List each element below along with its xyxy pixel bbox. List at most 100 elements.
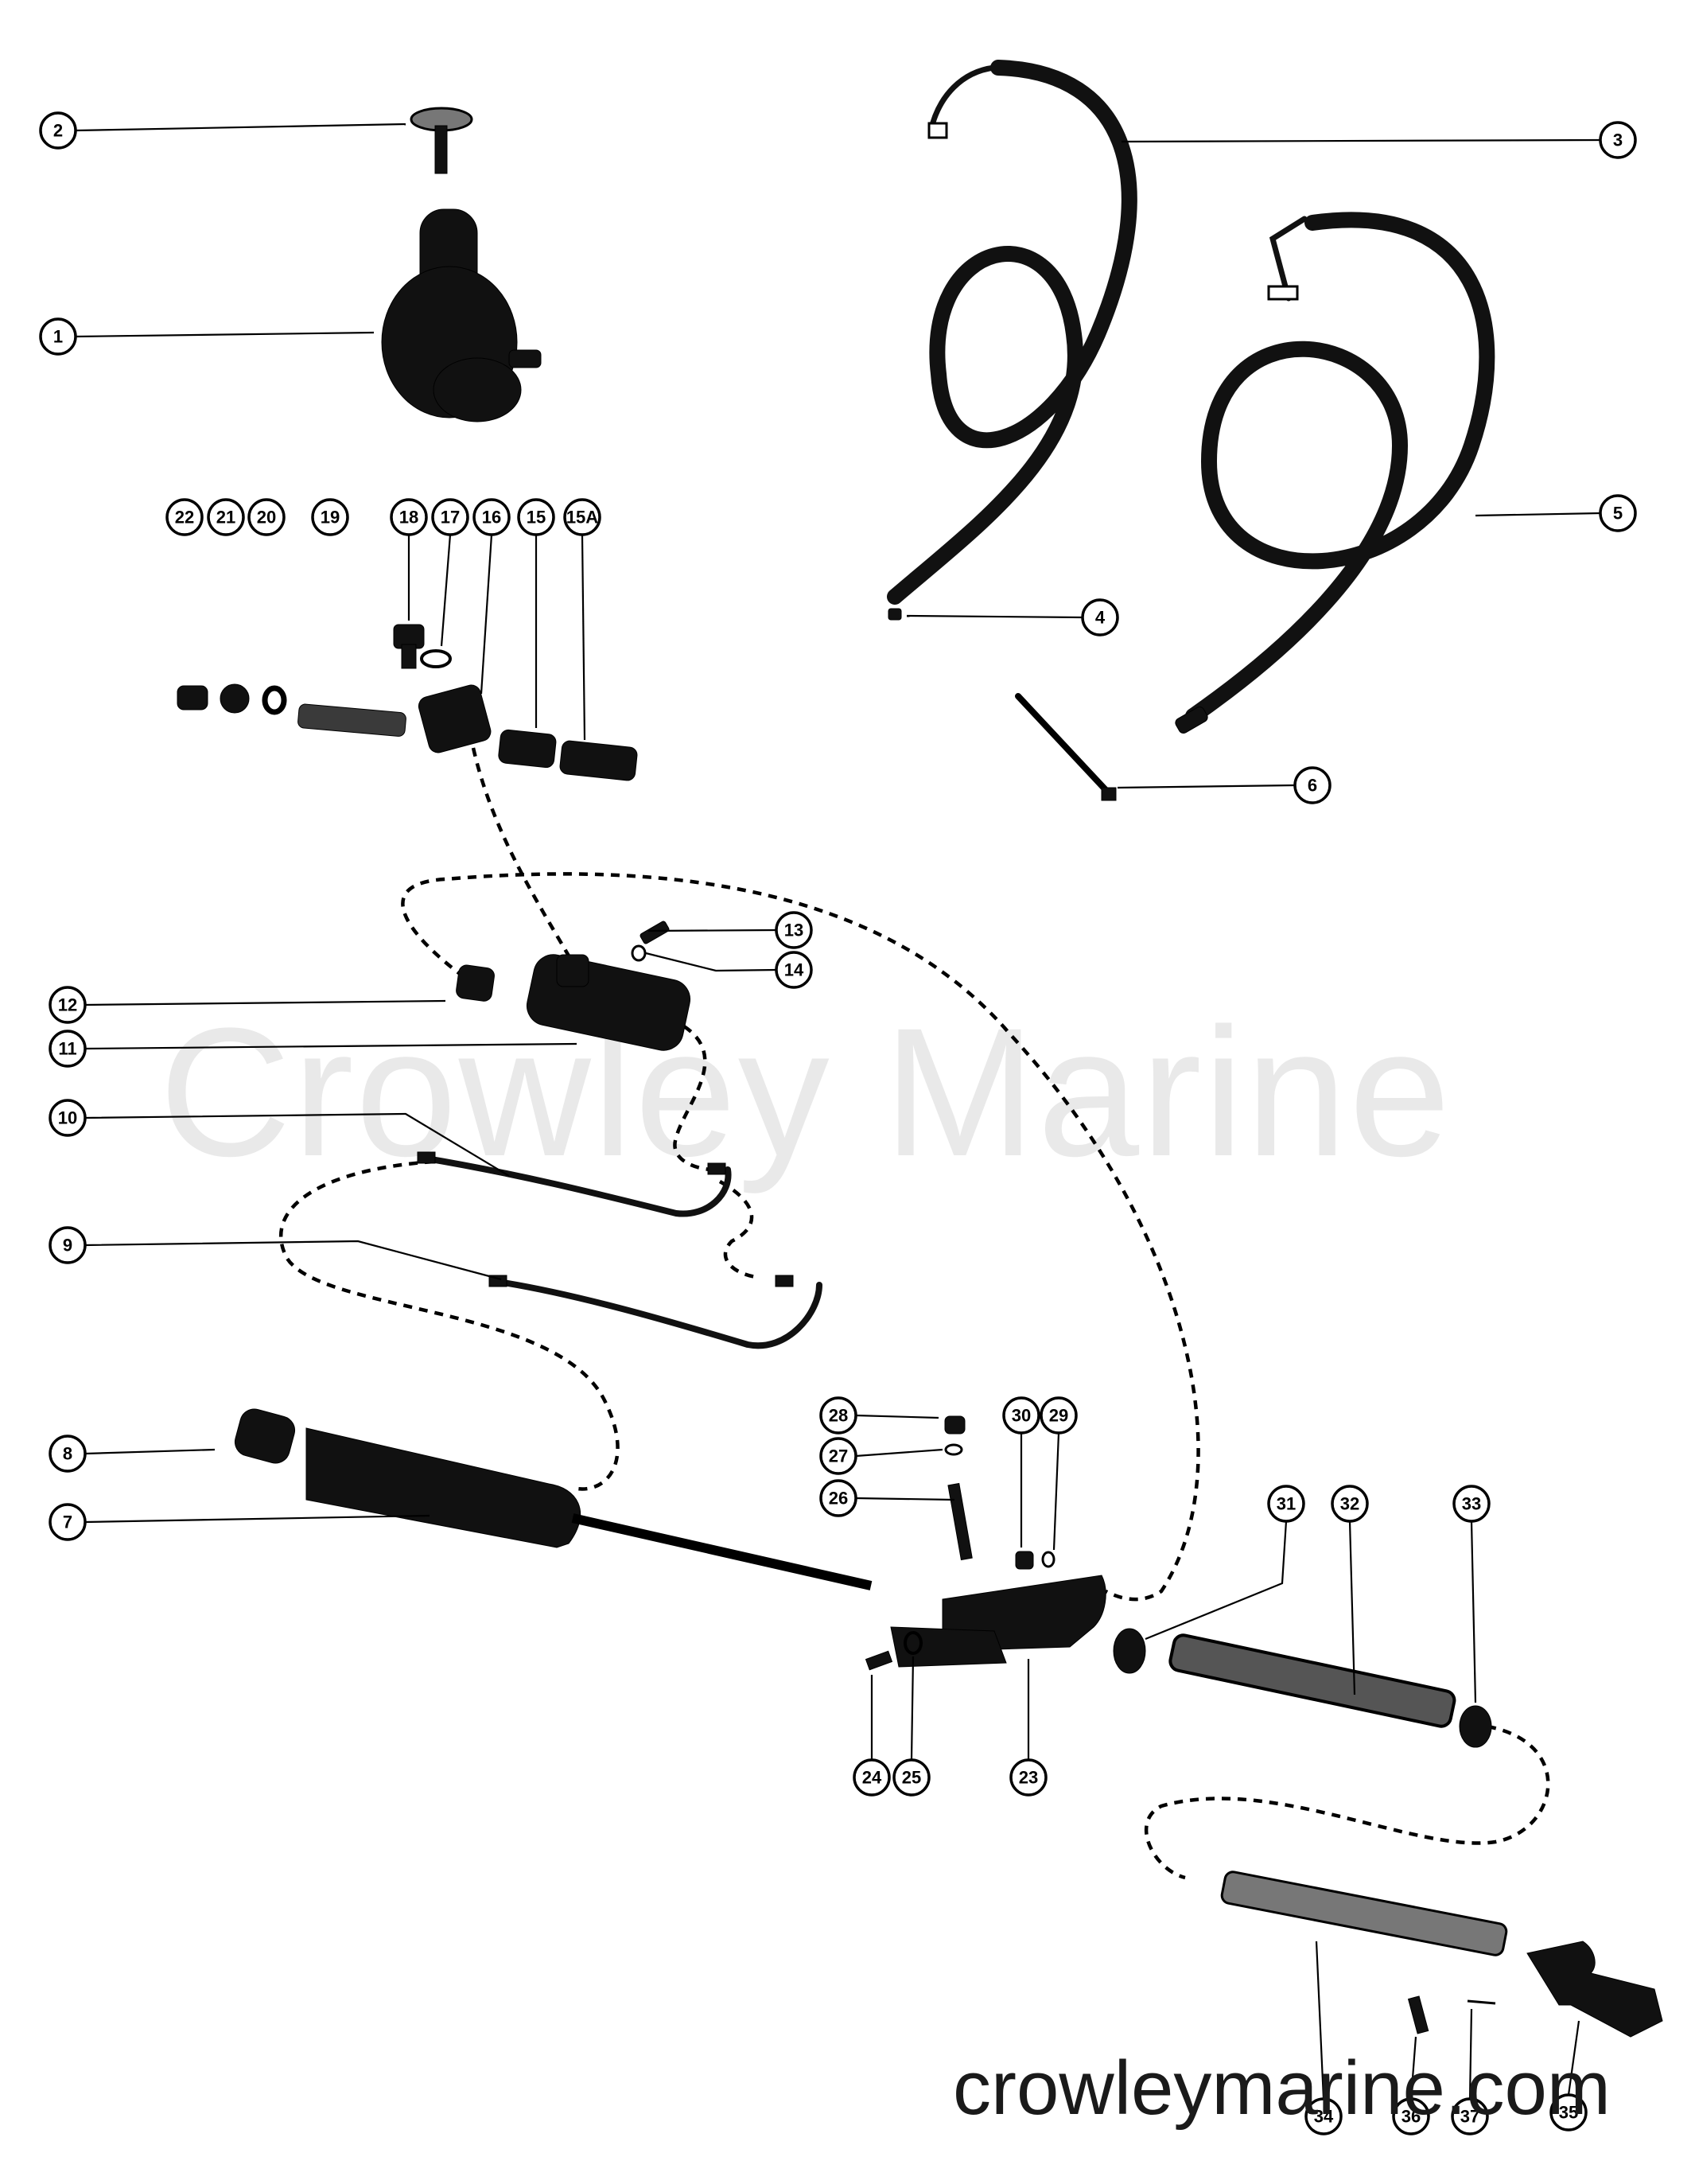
callout-30: 30 [1002, 1396, 1040, 1435]
callout-circle [165, 498, 204, 536]
leader-lines [75, 123, 1601, 2100]
leader-line [1475, 512, 1601, 517]
seal-part-31 [1113, 1628, 1146, 1674]
callout-number: 36 [1401, 2107, 1421, 2127]
callout-circle [1040, 1396, 1078, 1435]
callout-circle [472, 498, 511, 536]
callout-32: 32 [1331, 1485, 1369, 1523]
callout-11: 11 [49, 1030, 87, 1068]
leader-line [84, 1448, 216, 1455]
callout-26: 26 [819, 1479, 857, 1517]
leader-line [84, 1240, 502, 1281]
callout-number: 33 [1462, 1494, 1481, 1514]
part-12 [456, 964, 495, 1002]
callout-22: 22 [165, 498, 204, 536]
fitting-part-4 [888, 608, 902, 621]
fitting-row [177, 624, 638, 781]
callout-20: 20 [247, 498, 286, 536]
tube-part-10 [417, 1151, 732, 1217]
callout-circle [247, 498, 286, 536]
callout-number: 20 [257, 508, 276, 528]
callout-16: 16 [472, 498, 511, 536]
leader-line [855, 1414, 939, 1419]
callout-number: 28 [829, 1406, 848, 1426]
callout-number: 31 [1277, 1494, 1296, 1514]
leader-line [1409, 2036, 1417, 2100]
leader-line [1348, 1520, 1356, 1695]
callout-4: 4 [1081, 598, 1119, 637]
callout-circle [1549, 2093, 1588, 2131]
callout-number: 21 [216, 508, 235, 528]
part-21 [220, 683, 250, 714]
callout-34: 34 [1304, 2097, 1343, 2135]
pump-reservoir-part-1 [381, 208, 542, 422]
leader-line [1468, 2008, 1473, 2100]
bracket-part-35 [1526, 1941, 1663, 2038]
callout-circle [892, 1758, 931, 1797]
tube-part-32 [1168, 1633, 1456, 1728]
callout-circle [39, 111, 77, 150]
leader-line [645, 952, 777, 972]
callout-15a: 15A [563, 498, 601, 536]
part-20 [262, 685, 287, 715]
callout-25: 25 [892, 1758, 931, 1797]
callout-number: 34 [1314, 2107, 1334, 2127]
callout-35: 35 [1549, 2093, 1588, 2131]
callout-number: 32 [1340, 1494, 1359, 1514]
callout-number: 22 [175, 508, 194, 528]
leader-line [581, 534, 586, 741]
leader-line [855, 1448, 943, 1458]
part-25 [904, 1631, 923, 1655]
leader-line [906, 614, 1083, 619]
part-27 [944, 1443, 963, 1456]
callout-circle [1451, 2097, 1489, 2135]
leader-line [84, 1514, 430, 1524]
leader-line [1567, 2020, 1580, 2096]
callout-number: 13 [784, 921, 803, 940]
callout-number: 14 [784, 960, 804, 980]
callout-31: 31 [1267, 1485, 1305, 1523]
callout-circle [563, 498, 601, 536]
part-24 [865, 1650, 893, 1671]
part-22 [177, 685, 208, 710]
callout-15: 15 [517, 498, 555, 536]
callout-circle [49, 1226, 87, 1264]
callout-circle [517, 498, 555, 536]
callout-number: 8 [63, 1444, 72, 1464]
callout-number: 27 [829, 1446, 848, 1466]
callout-circle [1009, 1758, 1048, 1797]
callout-circle [49, 986, 87, 1024]
callout-number: 15 [527, 508, 546, 528]
callout-1: 1 [39, 317, 77, 356]
callout-number: 35 [1559, 2103, 1578, 2123]
hose-part-5 [1175, 212, 1495, 734]
callout-number: 1 [53, 327, 63, 347]
leader-line [75, 123, 406, 132]
callout-circle [311, 498, 349, 536]
bushing-part-33 [1459, 1705, 1492, 1748]
callout-number: 7 [63, 1512, 72, 1532]
callout-17: 17 [431, 498, 469, 536]
callout-circle [1081, 598, 1119, 637]
part-15 [498, 729, 557, 769]
leader-line [84, 1112, 510, 1177]
callout-14: 14 [775, 951, 813, 989]
callout-number: 4 [1095, 608, 1106, 628]
part-17 [420, 649, 452, 668]
callout-5: 5 [1599, 494, 1637, 532]
callout-10: 10 [49, 1099, 87, 1137]
site-label: crowleymarine.com [953, 2046, 1611, 2131]
callout-number: 15A [566, 508, 598, 528]
callout-circle [1599, 494, 1637, 532]
leader-line [910, 1656, 915, 1761]
part-19 [297, 703, 406, 737]
callout-number: 37 [1460, 2107, 1479, 2127]
callout-18: 18 [390, 498, 428, 536]
callout-29: 29 [1040, 1396, 1078, 1435]
rod-part-34 [1220, 1871, 1508, 1956]
callout-number: 30 [1012, 1406, 1031, 1426]
callout-23: 23 [1009, 1758, 1048, 1797]
